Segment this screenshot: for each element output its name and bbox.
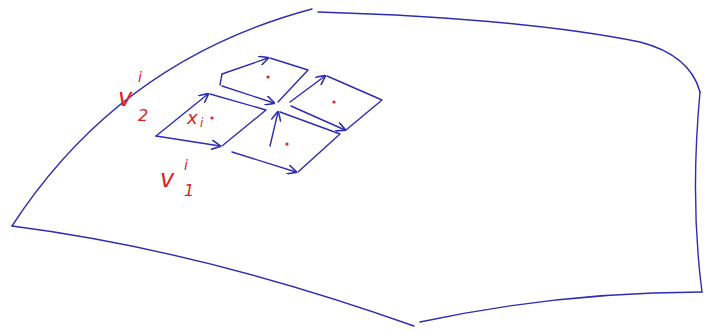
point-dot — [210, 116, 213, 119]
cell-edge — [270, 58, 308, 102]
cell-edge — [280, 112, 340, 172]
tangent-arrow — [222, 58, 268, 74]
cell-edge — [327, 76, 382, 130]
tangent-arrow — [232, 152, 296, 172]
cell-edge — [220, 74, 222, 85]
vector-label: i — [138, 70, 142, 84]
point-dot — [266, 75, 269, 78]
cell-edge — [210, 94, 266, 146]
tangent-arrow — [290, 76, 325, 102]
vector-label: i — [184, 158, 188, 172]
vector-label: i — [200, 117, 203, 129]
tangent-arrow — [156, 136, 220, 146]
vector-label: x — [187, 109, 198, 127]
surface-edge — [12, 9, 312, 226]
vector-label: 2 — [138, 108, 148, 124]
tangent-arrow — [270, 112, 278, 146]
point-dot — [332, 100, 335, 103]
tangent-arrow — [156, 94, 208, 136]
surface-edge — [420, 292, 702, 322]
vector-label: 1 — [184, 183, 194, 199]
surface-edge — [695, 92, 702, 292]
vector-label: v — [118, 86, 132, 110]
vector-label: v — [160, 167, 174, 191]
tangent-arrow — [222, 86, 274, 103]
surface-edge — [12, 226, 414, 326]
point-dot — [285, 142, 288, 145]
surface-edge — [318, 12, 700, 92]
